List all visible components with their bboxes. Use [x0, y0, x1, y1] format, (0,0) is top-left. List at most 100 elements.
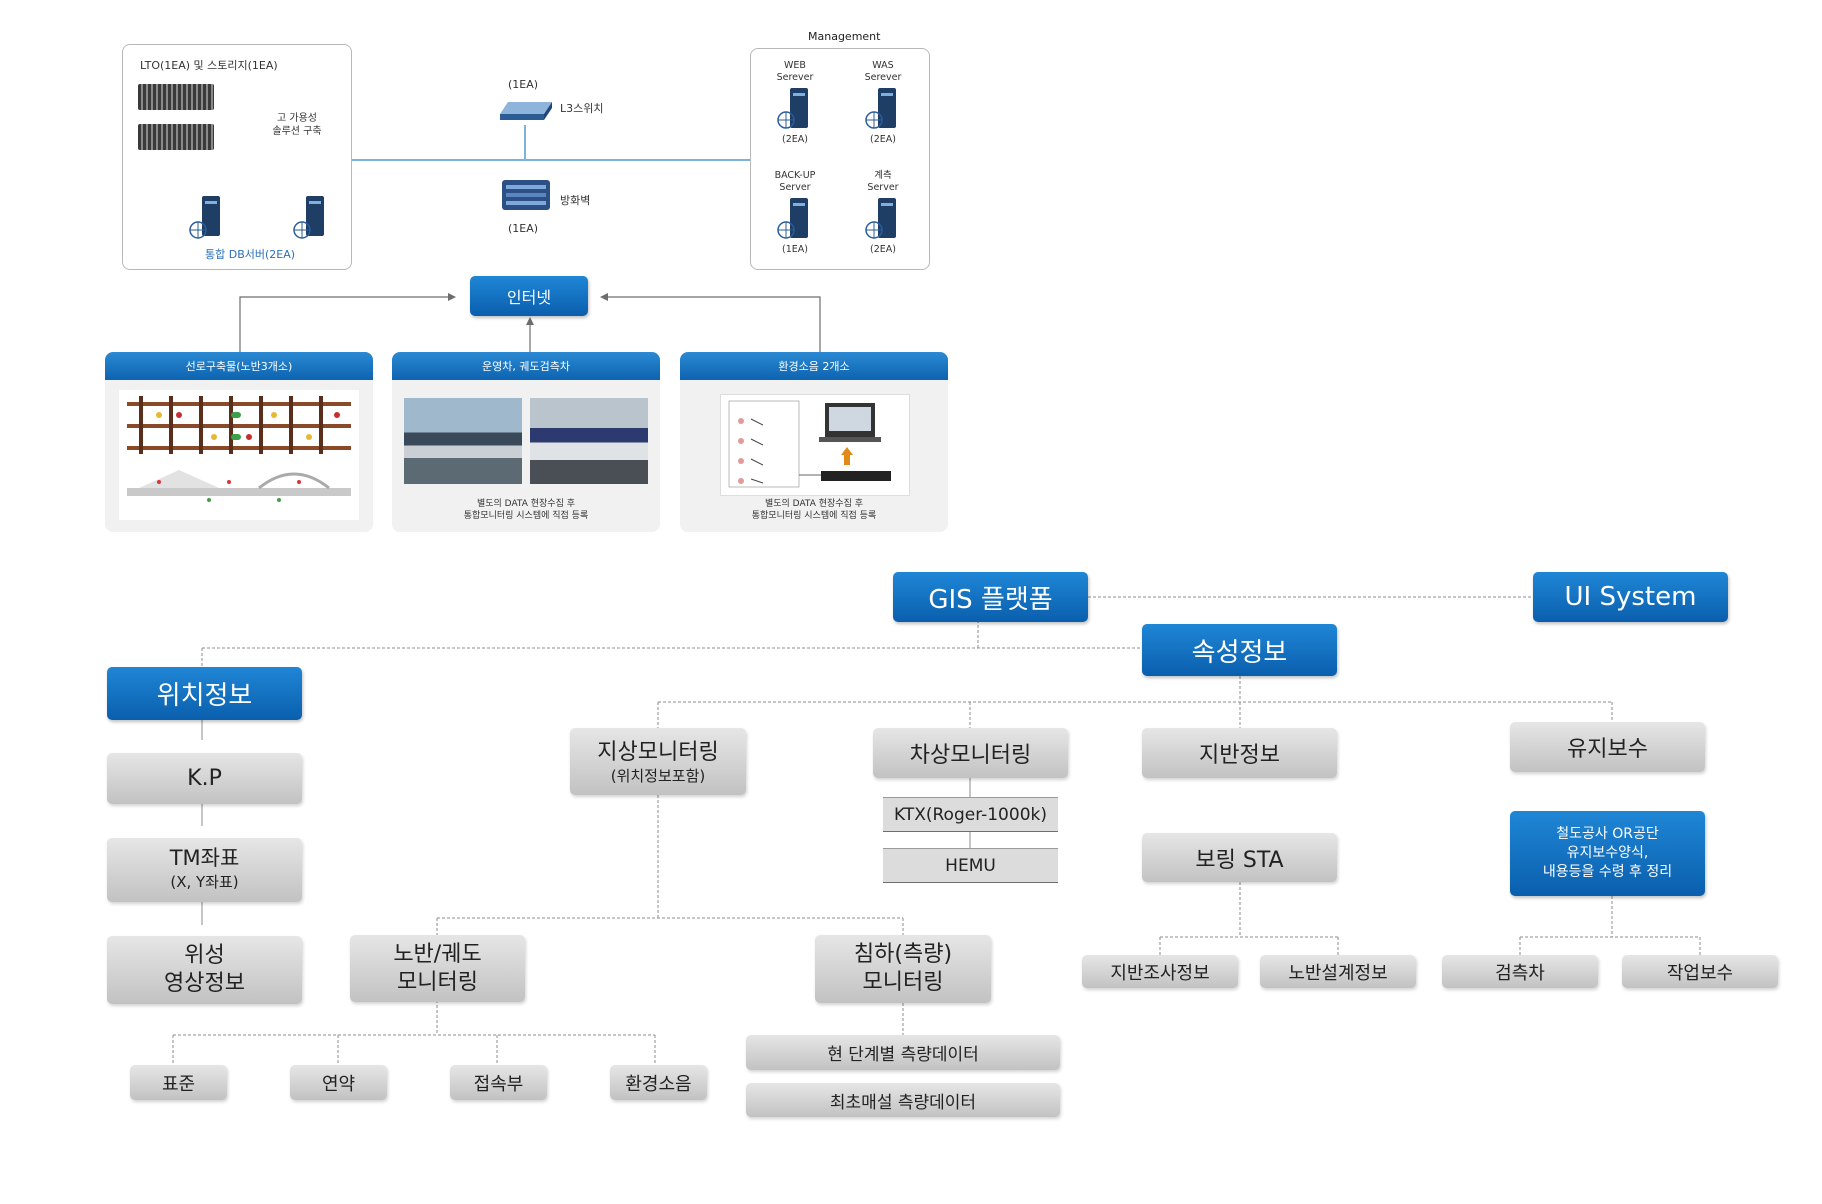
kp-label: K.P: [187, 766, 222, 791]
panel-vehicles-header: 운영차, 궤도검측차: [392, 352, 660, 380]
firewall-label: 방화벽: [560, 194, 591, 207]
tape-library-icon: [138, 84, 214, 110]
ui-system-node: UI System: [1533, 572, 1728, 622]
measure-server-sub: Server: [867, 182, 899, 193]
geo-survey-label: 지반조사정보: [1110, 962, 1210, 984]
backup-server-icon: [776, 198, 812, 242]
settlement-label-2: 모니터링: [862, 970, 944, 995]
maintenance-note-node: 철도공사 OR공단 유지보수양식, 내용등을 수령 후 정리: [1510, 811, 1705, 896]
maintenance-node: 유지보수: [1510, 722, 1705, 772]
was-server-icon: [864, 88, 900, 132]
roadbed-design-label: 노반설계정보: [1288, 962, 1388, 984]
standard-label: 표준: [161, 1073, 196, 1095]
l3-label: L3스위치: [560, 102, 604, 115]
ground-label: 지상모니터링: [597, 739, 719, 765]
db-server-1-icon: [188, 196, 224, 240]
initial-survey-data-node: 최초매설 측량데이터: [746, 1083, 1060, 1117]
satellite-label-1: 위성: [184, 943, 225, 968]
weak-label: 연약: [321, 1073, 356, 1095]
train-photo-1: [404, 398, 522, 484]
web-server-sub: Serever: [776, 72, 814, 83]
l3-switch-icon: [500, 100, 552, 122]
storage-array-icon: [138, 124, 214, 150]
storage-box-label: LTO(1EA) 및 스토리지(1EA): [140, 59, 278, 72]
work-maintenance-label: 작업보수: [1666, 962, 1734, 984]
ktx-node: KTX(Roger-1000k): [883, 797, 1058, 832]
ground-sub-label: (위치정보포함): [610, 766, 706, 785]
maintenance-label: 유지보수: [1567, 737, 1648, 762]
env-noise-label: 환경소음: [625, 1073, 692, 1095]
ground-monitoring-node: 지상모니터링 (위치정보포함): [570, 728, 746, 795]
web-server-count: (2EA): [782, 134, 808, 145]
tm-sub-label: (X, Y좌표): [170, 873, 239, 891]
roadbed-label-1: 노반/궤도: [393, 941, 482, 967]
backup-server-label: BACK-UP Server: [760, 170, 830, 194]
maint-note-3: 내용등을 수령 후 정리: [1542, 864, 1673, 880]
train-photo-2: [530, 398, 648, 484]
satellite-label-2: 영상정보: [164, 971, 245, 996]
hemu-label: HEMU: [945, 855, 996, 876]
ha-label-2: 솔루션 구축: [272, 126, 322, 137]
was-server-count: (2EA): [870, 134, 896, 145]
measure-server-name: 계측: [874, 170, 892, 181]
firewall-icon: [498, 176, 554, 212]
geo-label: 지반정보: [1199, 743, 1280, 768]
settlement-monitoring-node: 침하(측량) 모니터링: [815, 935, 991, 1003]
noise-system-diagram: [720, 394, 910, 496]
backup-server-sub: Server: [779, 182, 811, 193]
panel-track-header: 선로구축물(노반3개소): [105, 352, 373, 380]
db-server-2-icon: [292, 196, 328, 240]
panel-noise-caption-2: 통합모니터링 시스템에 직접 등록: [751, 511, 877, 521]
backup-server-name: BACK-UP: [774, 170, 816, 181]
management-title: Management: [808, 30, 881, 43]
env-noise-node: 환경소음: [610, 1065, 707, 1100]
measure-server-count: (2EA): [870, 244, 896, 255]
measure-server-icon: [864, 198, 900, 242]
backup-server-count: (1EA): [782, 244, 808, 255]
vehicle-monitoring-node: 차상모니터링: [873, 728, 1068, 778]
roadbed-track-monitoring-node: 노반/궤도 모니터링: [350, 935, 525, 1002]
stage-survey-data-node: 현 단계별 측량데이터: [746, 1035, 1060, 1070]
firewall-count: (1EA): [508, 222, 539, 235]
settlement-label-1: 침하(측량): [853, 942, 953, 967]
attribute-info-node: 속성정보: [1142, 624, 1337, 676]
ha-label-1: 고 가용성: [277, 113, 317, 124]
roadbed-label-2: 모니터링: [397, 969, 478, 995]
internet-node: 인터넷: [470, 276, 588, 316]
web-server-name: WEB: [784, 60, 806, 71]
hemu-node: HEMU: [883, 848, 1058, 883]
stage-survey-label: 현 단계별 측량데이터: [827, 1045, 979, 1065]
panel-noise-header: 환경소음 2개소: [680, 352, 948, 380]
inspection-car-label: 검측차: [1495, 962, 1545, 984]
kp-node: K.P: [107, 753, 302, 804]
panel-vehicles: 운영차, 궤도검측차 별도의 DATA 현장수집 후 통합모니터링 시스템에 직…: [392, 352, 660, 532]
l3-count: (1EA): [508, 78, 539, 91]
track-schematic-image: [119, 390, 359, 520]
weak-node: 연약: [290, 1065, 387, 1100]
joint-node: 접속부: [450, 1065, 547, 1100]
panel-vehicles-caption-2: 통합모니터링 시스템에 직접 등록: [463, 511, 589, 521]
was-server-sub: Serever: [864, 72, 902, 83]
was-server-label: WAS Serever: [848, 60, 918, 84]
boring-sta-node: 보링 STA: [1142, 833, 1337, 882]
inspection-car-node: 검측차: [1442, 955, 1598, 988]
panel-noise-caption-1: 별도의 DATA 현장수집 후: [764, 499, 863, 509]
panel-noise: 환경소음 2개소 별도의 DATA 현장수집 후 통합모니터링 시스템에 직접 …: [680, 352, 948, 532]
tm-label: TM좌표: [169, 846, 240, 870]
tm-coord-node: TM좌표 (X, Y좌표): [107, 838, 302, 902]
management-group: [750, 48, 930, 270]
geo-info-node: 지반정보: [1142, 728, 1337, 778]
boring-label: 보링 STA: [1195, 847, 1284, 873]
panel-track-structure: 선로구축물(노반3개소): [105, 352, 373, 532]
roadbed-design-node: 노반설계정보: [1260, 955, 1416, 988]
initial-survey-label: 최초매설 측량데이터: [829, 1092, 977, 1113]
location-info-node: 위치정보: [107, 667, 302, 720]
geo-survey-node: 지반조사정보: [1082, 955, 1238, 988]
work-maintenance-node: 작업보수: [1622, 955, 1778, 988]
gis-platform-node: GIS 플랫폼: [893, 572, 1088, 622]
joint-label: 접속부: [473, 1073, 524, 1095]
maint-note-2: 유지보수양식,: [1566, 845, 1649, 861]
standard-node: 표준: [130, 1065, 227, 1100]
maint-note-1: 철도공사 OR공단: [1556, 826, 1659, 842]
